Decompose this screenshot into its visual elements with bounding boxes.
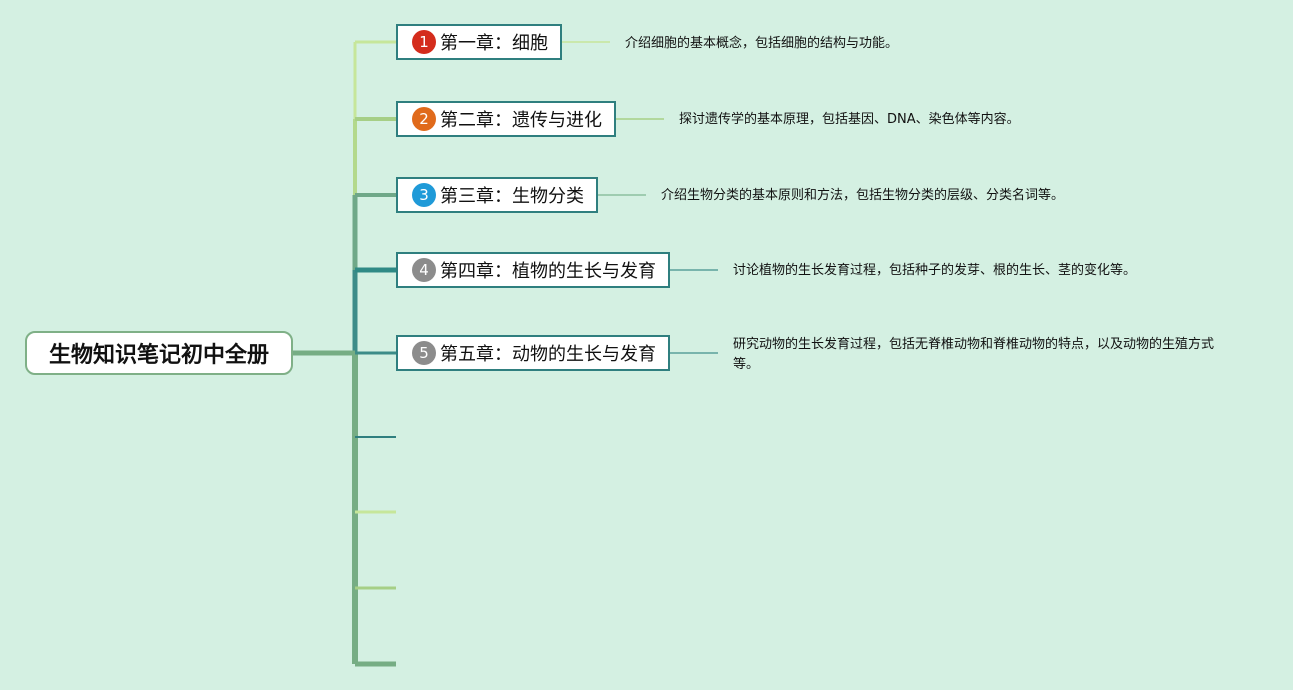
number-badge-icon: 4	[412, 258, 436, 282]
number-badge-icon: 1	[412, 30, 436, 54]
chapter-description-5[interactable]: 研究动物的生长发育过程，包括无脊椎动物和脊椎动物的特点，以及动物的生殖方式等。	[733, 337, 1215, 372]
chapter-description-3[interactable]: 介绍生物分类的基本原则和方法，包括生物分类的层级、分类名词等。	[661, 188, 1065, 203]
chapter-node-label: 第三章：生物分类	[440, 186, 584, 207]
chapter-node-3[interactable]: 3 第三章：生物分类	[396, 177, 598, 213]
chapter-node-label: 第一章：细胞	[440, 33, 548, 54]
chapter-description-4[interactable]: 讨论植物的生长发育过程，包括种子的发芽、根的生长、茎的变化等。	[733, 263, 1137, 278]
chapter-node-4[interactable]: 4 第四章：植物的生长与发育	[396, 252, 670, 288]
root-topic-label: 生物知识笔记初中全册	[48, 343, 269, 368]
number-badge-icon: 5	[412, 341, 436, 365]
chapter-description-2[interactable]: 探讨遗传学的基本原理，包括基因、DNA、染色体等内容。	[679, 112, 1020, 127]
chapter-node-5[interactable]: 5 第五章：动物的生长与发育	[396, 335, 670, 371]
chapter-node-label: 第五章：动物的生长与发育	[440, 344, 656, 365]
root-topic[interactable]: 生物知识笔记初中全册	[25, 331, 293, 375]
number-badge-icon: 3	[412, 183, 436, 207]
chapter-description-1[interactable]: 介绍细胞的基本概念，包括细胞的结构与功能。	[625, 36, 899, 51]
chapter-node-2[interactable]: 2 第二章：遗传与进化	[396, 101, 616, 137]
chapter-node-label: 第二章：遗传与进化	[440, 110, 602, 131]
chapter-node-label: 第四章：植物的生长与发育	[440, 261, 656, 282]
chapter-node-1[interactable]: 1 第一章：细胞	[396, 24, 562, 60]
number-badge-icon: 2	[412, 107, 436, 131]
